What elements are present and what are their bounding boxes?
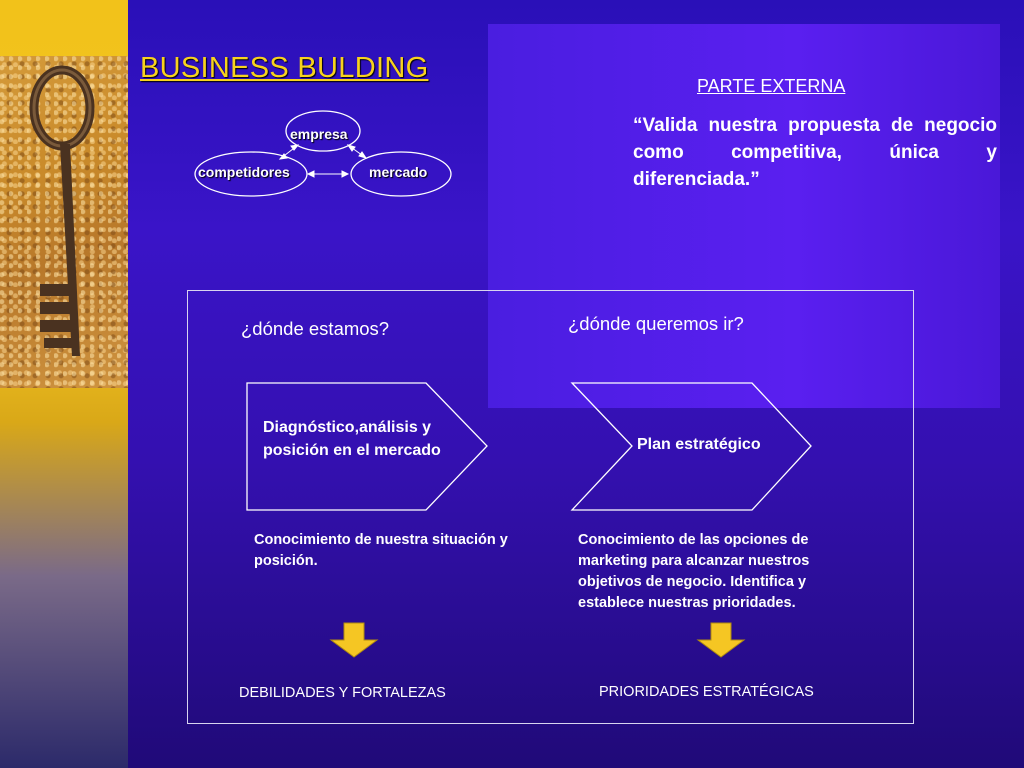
external-quote: “Valida nuestra propuesta de negocio com… — [633, 115, 997, 190]
chevron-left-label: Diagnóstico,análisis y posición en el me… — [263, 419, 441, 459]
empresa-ellipse — [285, 110, 361, 152]
relationship-diagram — [194, 110, 452, 197]
description-right: Conocimiento de las opciones de marketin… — [578, 532, 810, 611]
chevron-right-label: Plan estratégico — [637, 436, 761, 453]
chevron-right — [570, 382, 812, 511]
process-frame — [187, 290, 914, 724]
key-icon — [29, 65, 95, 356]
quote-panel — [488, 24, 1000, 408]
label-empresa: empresa — [290, 126, 348, 142]
label-mercado: mercado — [369, 164, 428, 180]
page-title: BUSINESS BULDING — [140, 52, 429, 84]
outcome-left: DEBILIDADES Y FORTALEZAS — [239, 685, 446, 701]
down-arrow-icon — [696, 622, 746, 658]
question-left: ¿dónde estamos? — [241, 318, 390, 339]
question-right: ¿dónde queremos ir? — [568, 313, 744, 334]
chevron-left — [246, 382, 488, 511]
external-heading: PARTE EXTERNA — [697, 76, 846, 96]
outcome-right: PRIORIDADES ESTRATÉGICAS — [599, 684, 814, 700]
key-photo — [0, 56, 128, 388]
down-arrow-icon — [329, 622, 379, 658]
mercado-ellipse — [350, 151, 452, 197]
label-competidores: competidores — [198, 164, 290, 180]
description-left: Conocimiento de nuestra situación y posi… — [254, 532, 508, 569]
